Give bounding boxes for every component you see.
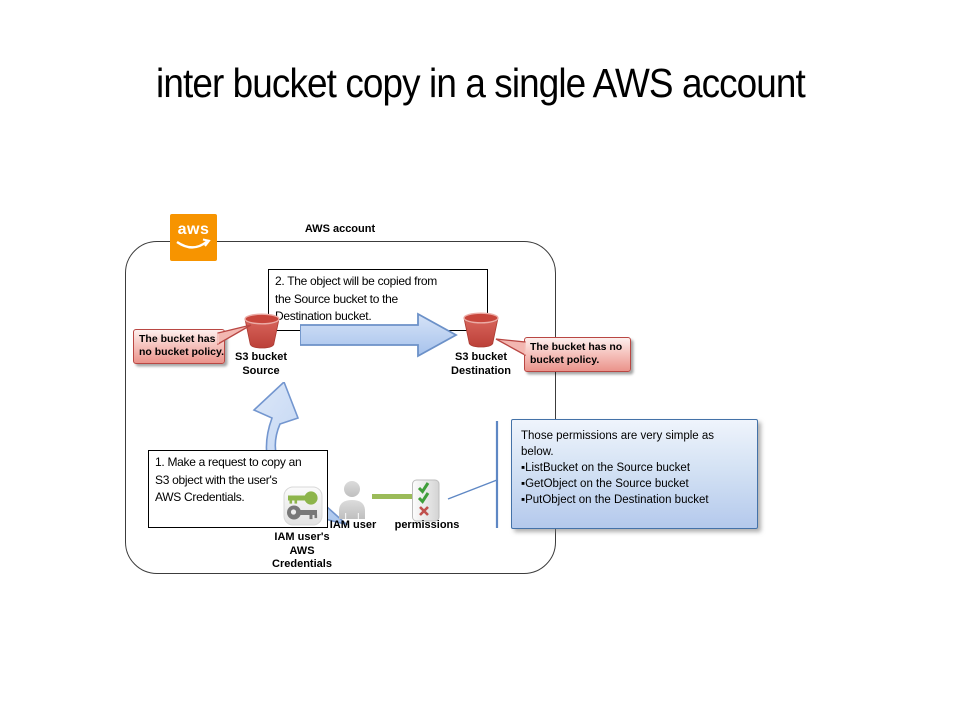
iam-user-icon: [339, 481, 365, 519]
copy-arrow-icon: [300, 312, 458, 358]
aws-account-label: AWS account: [304, 223, 376, 235]
permission-bullet: ▪ListBucket on the Source bucket: [521, 462, 691, 474]
permission-bullet: ▪GetObject on the Source bucket: [521, 478, 689, 490]
iam-user-label: IAM user: [329, 519, 377, 531]
credentials-label: IAM user's AWS Credentials: [272, 531, 332, 570]
source-bucket-label: S3 bucket Source: [235, 351, 287, 377]
credentials-key-icon: [283, 486, 323, 526]
permissions-checklist-icon: [412, 479, 440, 522]
callout-leader-lines: [447, 421, 499, 528]
aws-account-boundary: [125, 241, 556, 574]
no-policy-callout-destination: The bucket has no bucket policy.: [524, 337, 631, 372]
aws-smile-icon: [176, 238, 211, 249]
user-permissions-connector: [372, 494, 414, 499]
aws-logo-icon: aws: [170, 214, 217, 261]
permissions-label: permissions: [394, 519, 460, 531]
s3-source-bucket-icon: [244, 313, 280, 349]
permissions-detail-callout: Those permissions are very simple as bel…: [511, 419, 758, 529]
step1-note: 1. Make a request to copy an S3 object w…: [148, 450, 328, 528]
callout-pointer-right-icon: [495, 338, 526, 357]
step2-note: 2. The object will be copied from the So…: [268, 269, 488, 331]
no-policy-callout-source: The bucket has no bucket policy.: [133, 329, 225, 364]
s3-destination-bucket-icon: [463, 312, 499, 348]
page-title: inter bucket copy in a single AWS accoun…: [155, 60, 806, 106]
callout-pointer-left-icon: [217, 324, 252, 346]
permission-bullet: ▪PutObject on the Destination bucket: [521, 494, 709, 506]
aws-logo-text: aws: [177, 221, 210, 238]
destination-bucket-label: S3 bucket Destination: [451, 351, 511, 377]
